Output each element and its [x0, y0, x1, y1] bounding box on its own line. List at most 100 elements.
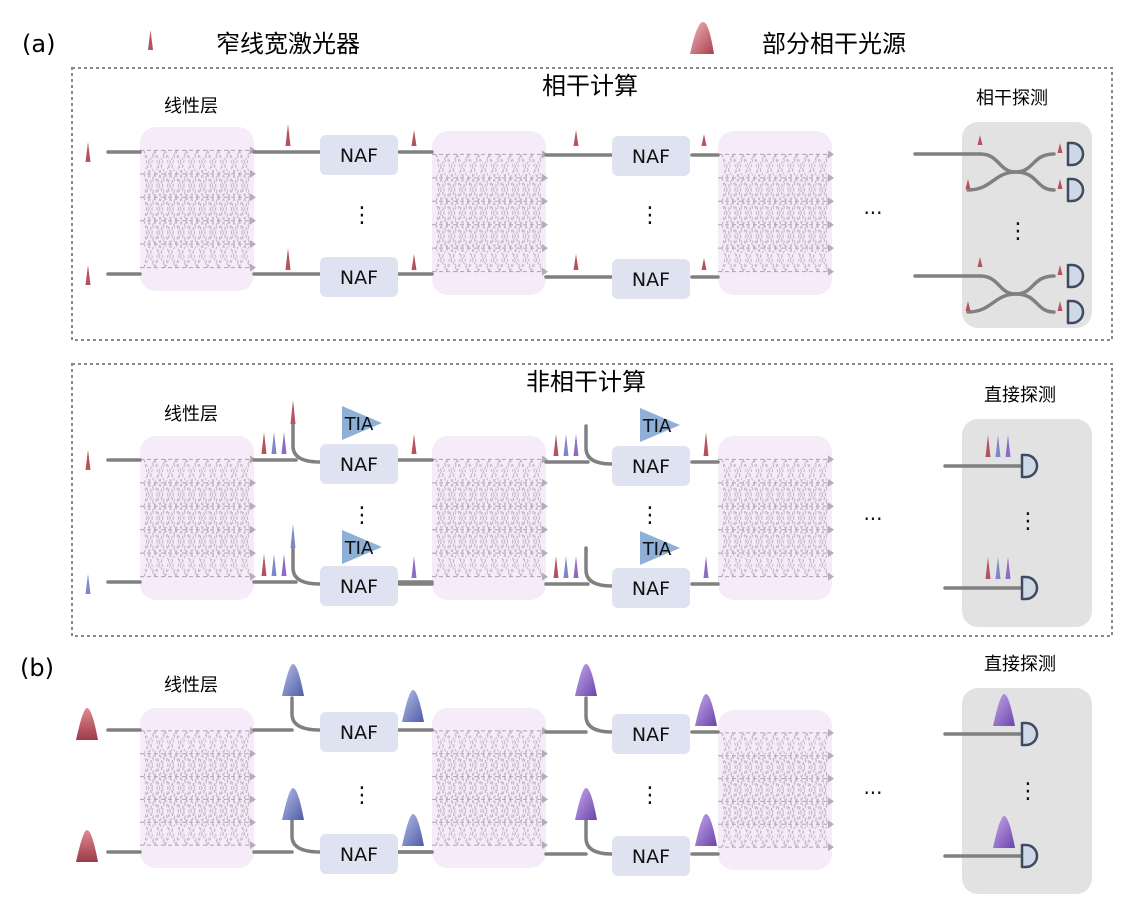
mesh-link: [467, 177, 479, 225]
mesh-link: [509, 776, 522, 823]
narrow-pulse: [1005, 435, 1011, 457]
mesh-link: [763, 529, 776, 577]
mesh-link: [795, 177, 808, 202]
mesh-link: [774, 247, 787, 272]
mesh-arrow: [250, 169, 256, 178]
mesh-link: [435, 799, 448, 846]
mesh-link: [721, 801, 734, 848]
mesh-link: [477, 201, 490, 249]
mesh-link: [154, 799, 166, 846]
mesh-arrow: [828, 549, 834, 558]
mesh-link: [164, 173, 177, 198]
mesh-link: [196, 529, 209, 554]
coherent-linear-layer-3: [718, 131, 834, 295]
mesh-arrow: [250, 240, 256, 249]
mesh-link: [763, 732, 776, 779]
mesh-link: [488, 506, 501, 530]
mesh-link: [520, 154, 532, 179]
mesh-link: [721, 459, 734, 507]
mesh-link: [477, 482, 490, 530]
mesh-link: [499, 224, 511, 272]
mesh-link: [477, 529, 490, 554]
horizontal-ellipsis: ···: [863, 201, 882, 225]
mesh-link: [456, 753, 469, 800]
mesh-link: [154, 459, 166, 507]
horizontal-ellipsis: ···: [863, 781, 882, 805]
mesh-link: [509, 753, 522, 800]
mesh-link: [143, 753, 156, 800]
mesh-link: [435, 799, 448, 846]
mesh-link: [742, 482, 755, 507]
mesh-link: [238, 529, 251, 577]
mesh-link: [228, 529, 240, 577]
wide-pulse: [993, 694, 1015, 726]
mesh-link: [196, 799, 209, 846]
mesh-link: [238, 776, 251, 800]
mesh-link: [467, 177, 479, 202]
waveguide-curve: [584, 696, 614, 734]
mesh-link: [816, 755, 829, 779]
mesh-arrow: [250, 263, 256, 272]
mesh-arrow: [542, 549, 548, 558]
mesh-link: [774, 732, 787, 756]
mesh-link: [185, 753, 198, 800]
mesh-arrow: [542, 220, 548, 229]
mesh-link: [477, 459, 490, 484]
mesh-link: [196, 776, 209, 800]
mesh-link: [795, 732, 808, 756]
mesh-link: [143, 197, 156, 221]
mesh-link: [774, 506, 787, 554]
mesh-link: [530, 459, 543, 507]
mesh-link: [207, 220, 219, 245]
mesh-link: [499, 177, 511, 202]
b-linear-layer-1: [140, 708, 256, 868]
mesh-link: [753, 506, 765, 554]
mesh-link: [164, 730, 177, 777]
mesh-link: [154, 799, 166, 846]
mesh-link: [456, 482, 469, 507]
mesh-link: [143, 753, 156, 800]
mesh-link: [143, 150, 156, 175]
mesh-link: [499, 776, 511, 800]
mesh-link: [774, 482, 787, 530]
mesh-link: [742, 247, 755, 272]
mesh-link: [785, 154, 797, 179]
mesh-link: [785, 201, 797, 249]
wide-pulse: [76, 830, 98, 862]
mesh-link: [509, 224, 522, 272]
mesh-link: [520, 247, 532, 272]
narrow-pulse: [261, 554, 267, 576]
mesh-link: [795, 154, 808, 179]
mesh-link: [238, 753, 251, 800]
mesh-link: [488, 459, 501, 484]
mesh-link: [785, 224, 797, 272]
mesh-link: [816, 224, 829, 272]
mesh-link: [785, 755, 797, 802]
mesh-link: [763, 459, 776, 484]
mesh-link: [477, 799, 490, 846]
mesh-link: [488, 459, 501, 507]
mesh-link: [143, 150, 156, 198]
mesh-arrow: [828, 797, 834, 806]
mesh-link: [816, 732, 829, 779]
mesh-link: [228, 197, 240, 245]
mesh-link: [530, 224, 543, 272]
mesh-link: [143, 220, 156, 268]
mesh-link: [446, 529, 458, 577]
mesh-link: [520, 224, 532, 249]
mesh-link: [196, 799, 209, 846]
mesh-link: [217, 220, 230, 245]
mesh-link: [795, 506, 808, 530]
mesh-link: [238, 459, 251, 507]
mesh-link: [467, 799, 479, 846]
mesh-link: [795, 755, 808, 802]
mesh-link: [435, 154, 448, 202]
legend: 窄线宽激光器 部分相干光源: [148, 22, 906, 58]
naf-label: NAF: [340, 454, 378, 476]
mesh-link: [185, 150, 198, 175]
mesh-link: [477, 730, 490, 777]
mesh-link: [509, 482, 522, 507]
mesh-link: [207, 459, 219, 507]
mesh-link: [732, 755, 744, 802]
mesh-link: [795, 482, 808, 530]
